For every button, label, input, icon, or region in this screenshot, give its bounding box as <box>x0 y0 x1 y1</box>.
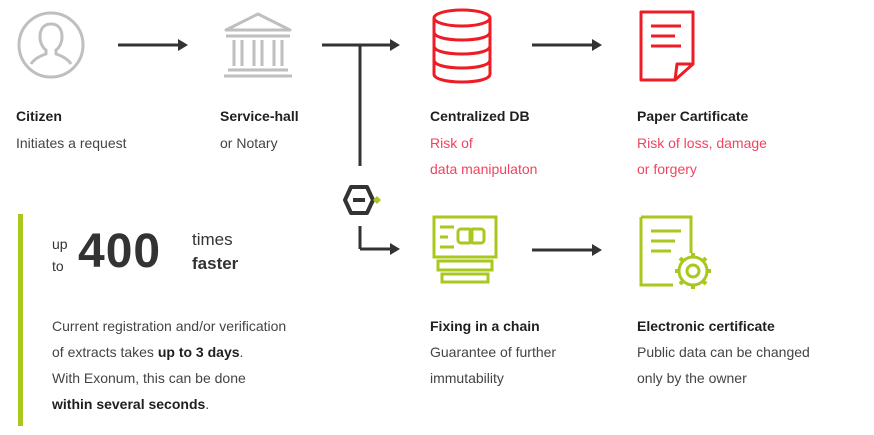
accent-bar <box>18 214 23 426</box>
service-hall-desc: or Notary <box>220 135 278 151</box>
speed-desc-line-3: With Exonum, this can be done <box>52 370 246 386</box>
paper-certificate-risk-2: or forgery <box>637 161 697 177</box>
electronic-certificate-icon <box>637 213 717 293</box>
speed-desc-text: of extracts takes <box>52 344 158 360</box>
paper-certificate-icon <box>637 8 697 84</box>
exonum-logo-icon <box>343 183 383 217</box>
speed-number: 400 <box>78 225 162 278</box>
speed-desc-line-1: Current registration and/or verification <box>52 318 287 334</box>
chain-block-icon <box>430 213 500 289</box>
arrow-right <box>532 243 604 257</box>
arrow-right <box>118 38 190 52</box>
fixing-chain-desc-1: Guarantee of further <box>430 344 557 360</box>
database-icon <box>430 8 494 84</box>
electronic-certificate-desc-1: Public data can be changed <box>637 344 810 360</box>
service-hall-title: Service-hall <box>220 108 299 124</box>
paper-certificate-risk-1: Risk of loss, damage <box>637 135 767 151</box>
speed-to-label: to <box>52 258 64 274</box>
centralized-db-title: Centralized DB <box>430 108 530 124</box>
speed-desc-line-4: within several seconds. <box>52 391 209 417</box>
speed-desc-end-2: . <box>205 396 210 412</box>
user-icon <box>16 10 86 80</box>
speed-desc-line-2: of extracts takes up to 3 days. <box>52 339 243 365</box>
electronic-certificate-desc-2: only by the owner <box>637 370 747 386</box>
citizen-title: Citizen <box>16 108 62 124</box>
speed-desc-end: . <box>239 344 244 360</box>
speed-up-label: up <box>52 236 68 252</box>
citizen-desc: Initiates a request <box>16 135 127 151</box>
branch-connector <box>322 36 404 258</box>
centralized-db-risk-2: data manipulaton <box>430 161 538 177</box>
speed-times-label: times <box>192 230 233 249</box>
speed-faster-label: faster <box>192 254 239 273</box>
fixing-chain-desc-2: immutability <box>430 370 504 386</box>
centralized-db-risk-1: Risk of <box>430 135 473 151</box>
speed-desc-bold: up to 3 days <box>157 344 240 360</box>
building-icon <box>220 10 296 82</box>
arrow-right <box>532 38 604 52</box>
paper-certificate-title: Paper Cartificate <box>637 108 749 124</box>
speed-desc-bold-2: within several seconds <box>52 396 206 412</box>
electronic-certificate-title: Electronic certificate <box>637 318 775 334</box>
fixing-chain-title: Fixing in a chain <box>430 318 540 334</box>
